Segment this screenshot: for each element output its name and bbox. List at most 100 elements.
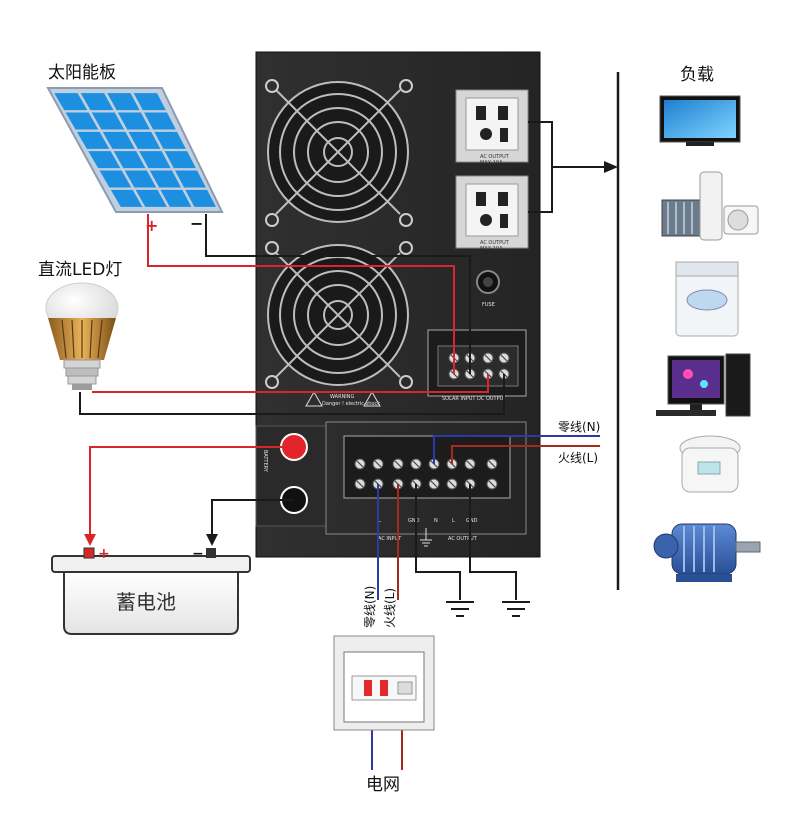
solar-cell [128,131,161,149]
battery-minus-sign: − [192,546,204,562]
live-line-label: 火线(L) [558,451,598,465]
battery-terminal-label: BATTERY [262,450,268,473]
solar-positive-wire [147,214,455,374]
outlet-2-label: AC OUTPUT [480,240,510,246]
terminal-screw-slot [356,480,364,488]
battery [51,547,251,635]
dc-led-label: 直流LED灯 [38,260,122,280]
ac-term-l1: L [378,518,381,524]
solar-cell [80,93,114,111]
solar-cell [133,93,166,111]
led-bulb-icon [45,282,119,390]
ac-outlet-2: AC OUTPUT MAX 10A [455,175,529,252]
terminal-screw-slot [356,460,364,468]
ac-term-l2: L [452,518,455,524]
solar-cell [124,170,157,188]
solar-cell [174,170,206,188]
led-negative-wire [79,374,505,415]
ac-output-label: AC OUTPUT [448,536,478,542]
battery-terminals: BATTERY [255,425,327,527]
solar-cell [113,151,146,169]
outlet-1-label: AC OUTPUT [480,154,510,160]
grid-neutral-label: 零线(N) [363,586,377,628]
dc-terminal-block: SOLAR INPUT DC OUTPUT [427,329,527,402]
solar-cell [107,93,140,111]
terminal-screw-slot [500,354,508,362]
solar-cell [185,189,216,207]
ac-term-gnd1: GND [408,518,420,524]
solar-cell [76,131,110,149]
ground-symbol-panel [420,528,432,547]
terminal-screw-slot [394,460,402,468]
rice-cooker-icon [679,435,741,493]
solar-cell [102,131,135,149]
solar-panel-label: 太阳能板 [48,63,116,83]
solar-cell [139,151,171,169]
ac-outlet-1: AC OUTPUT MAX 10A [455,89,529,166]
solar-cell [88,151,121,169]
solar-cell [54,93,88,111]
solar-cell [99,170,132,188]
circuit-breaker-box [333,635,435,731]
computer-icon [656,353,751,417]
terminal-screw-slot [466,460,474,468]
ac-input-label: AC INPUT [378,536,402,542]
battery-label: 蓄电池 [116,590,176,614]
fuse-label: FUSE [482,302,495,308]
terminal-screw-slot [430,480,438,488]
terminal-screw-slot [484,354,492,362]
grid-label: 电网 [366,775,400,795]
ac-term-gnd2: GND [466,518,478,524]
ground-symbol-1 [446,601,474,617]
wiring [79,72,620,770]
terminal-screw-slot [374,460,382,468]
ac-neutral-out-wire [433,435,600,464]
tv-icon [659,95,741,146]
outlet-1-max: MAX 10A [480,160,503,166]
cooling-fan-top [265,79,413,227]
ground-wire-2 [469,484,517,600]
battery-plus-sign: + [98,546,110,562]
solar-panel [46,87,224,213]
ground-wire-1 [415,484,461,600]
terminal-screw-slot [412,460,420,468]
solar-cell [91,112,125,130]
solar-water-heater-icon [661,171,759,241]
solar-cell [164,151,196,169]
inverter-unit: AC OUTPUT MAX 10A AC OUTPUT MAX 10A FUSE… [255,51,541,558]
solar-cell [135,189,167,207]
solar-cell [149,170,182,188]
warning-title: WARNING [330,394,355,400]
warning-label: WARNING Danger ! electric shock [305,390,381,407]
ac-terminal-block: L GND N L GND AC INPUT AC OUTPUT [325,421,527,547]
warning-text: Danger ! electric shock [322,401,380,407]
battery-positive-wire [89,446,294,540]
solar-cells [54,93,216,207]
solar-cell [154,131,186,149]
solar-cell [160,189,192,207]
solar-negative-wire [205,214,471,374]
ac-live-out-wire [451,445,600,464]
washing-machine-icon [675,261,739,337]
load-label: 负载 [680,65,714,85]
outlet-2-max: MAX 10A [480,246,503,252]
solar-cell [65,112,99,130]
fuse-holder: FUSE [476,270,500,308]
battery-negative-wire [211,499,294,540]
solar-cell [117,112,150,130]
electric-motor-icon [653,523,761,582]
dc-terminal-label: SOLAR INPUT DC OUTPUT [442,396,507,402]
cooling-fan-bottom [265,241,413,389]
grid-live-label: 火线(L) [383,588,397,628]
ground-symbol-2 [502,601,530,617]
terminal-screw-slot [488,480,496,488]
terminal-screw-slot [448,480,456,488]
solar-cell [110,189,143,207]
led-positive-wire [92,374,489,393]
neutral-line-label: 零线(N) [558,420,600,434]
terminal-screw-slot [488,460,496,468]
solar-cell [144,112,176,130]
solar-minus-sign: − [190,214,203,233]
ac-term-n1: N [434,518,438,524]
